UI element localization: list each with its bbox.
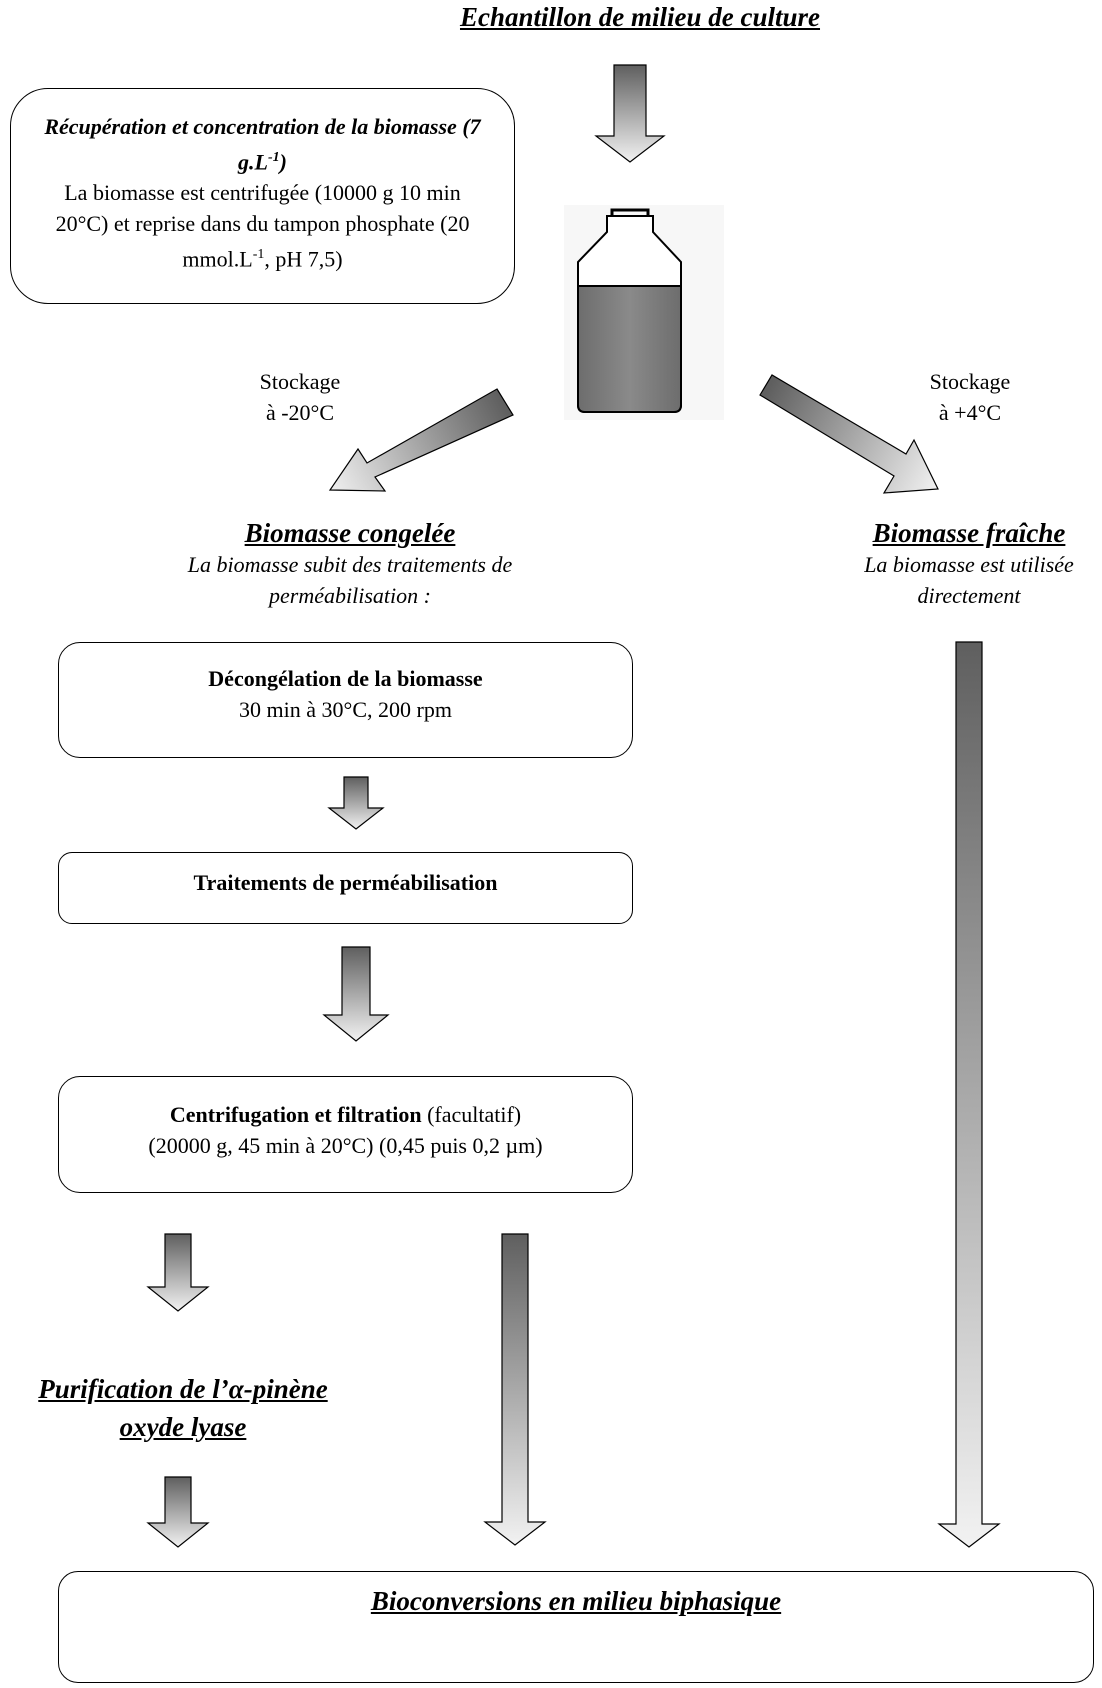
arrow-centri-to-bioconv	[483, 1233, 547, 1546]
frozen-desc-1: La biomasse subit des traitements de	[187, 552, 513, 577]
purification-label: Purification de l’α-pinène oxyde lyase	[38, 1374, 328, 1442]
frozen-desc-2: perméabilisation :	[269, 583, 431, 608]
arrow-to-fresh	[759, 374, 939, 494]
recovery-body: La biomasse est centrifugée (10000 g 10 …	[55, 180, 470, 272]
top-title: Echantillon de milieu de culture	[459, 2, 821, 32]
fresh-desc-1: La biomasse est utilisée	[864, 552, 1074, 577]
perm-title: Traitements de perméabilisation	[193, 870, 498, 895]
arrow-purif-to-bioconv	[146, 1476, 210, 1548]
bioconv-box: Bioconversions en milieu biphasique	[58, 1571, 1094, 1683]
perm-box: Traitements de perméabilisation	[58, 852, 633, 924]
centri-box: Centrifugation et filtration (facultatif…	[58, 1076, 633, 1193]
bottle-icon	[564, 205, 724, 420]
fresh-title: Biomasse fraîche	[872, 518, 1066, 548]
centri-detail: (20000 g, 45 min à 20°C) (0,45 puis 0,2 …	[148, 1133, 543, 1158]
arrow-down-to-bottle	[594, 64, 666, 163]
arrow-centri-to-purif	[146, 1233, 210, 1312]
centri-title-line: Centrifugation et filtration (facultatif…	[169, 1102, 522, 1127]
storage-right: Stockage à +4°C	[929, 369, 1011, 425]
frozen-title: Biomasse congelée	[244, 518, 456, 548]
thaw-detail: 30 min à 30°C, 200 rpm	[239, 697, 452, 722]
recovery-heading: Récupération et concentration de la biom…	[44, 114, 481, 175]
arrow-to-frozen	[328, 388, 514, 492]
fresh-section: Biomasse fraîche La biomasse est utilisé…	[838, 518, 1100, 611]
frozen-section: Biomasse congelée La biomasse subit des …	[120, 518, 580, 611]
bioconv-title: Bioconversions en milieu biphasique	[370, 1586, 782, 1616]
arrow-fresh-to-bioconv	[937, 641, 1001, 1548]
thaw-title: Décongélation de la biomasse	[208, 666, 483, 691]
thaw-box: Décongélation de la biomasse 30 min à 30…	[58, 642, 633, 758]
fresh-desc-2: directement	[917, 583, 1021, 608]
arrow-perm-to-centri	[322, 946, 390, 1042]
arrow-thaw-to-perm	[327, 776, 385, 830]
storage-left: Stockage à -20°C	[259, 369, 341, 425]
recovery-box: Récupération et concentration de la biom…	[10, 88, 515, 304]
